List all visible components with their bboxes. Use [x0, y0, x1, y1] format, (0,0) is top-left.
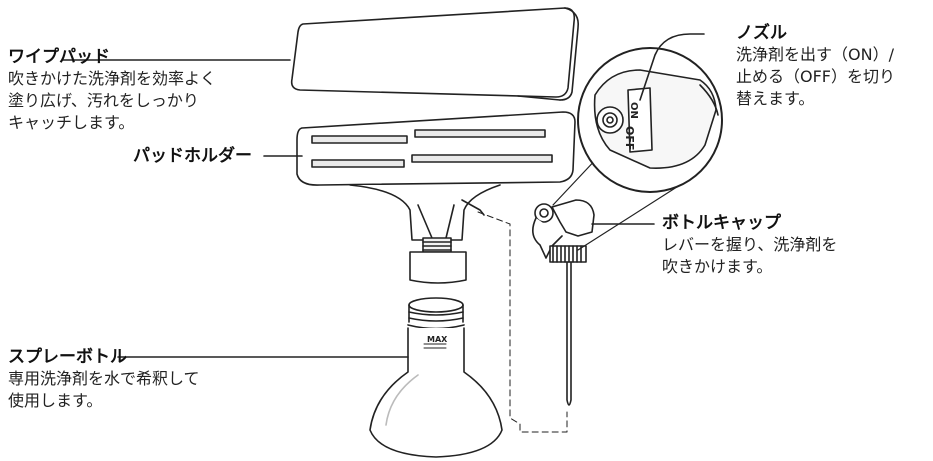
pad-holder-illustration	[296, 111, 576, 284]
assembly-guide-lines	[477, 211, 568, 433]
spray-bottle-desc-1: 専用洗浄剤を水で希釈して	[8, 369, 200, 388]
nozzle-desc-3: 替えます。	[736, 89, 815, 108]
wipe-pad-desc-1: 吹きかけた洗浄剤を効率よく	[8, 69, 217, 88]
pad-holder-title: パッドホルダー	[133, 146, 252, 166]
bottle-cap-callout: ボトルキャップ レバーを握り、洗浄剤を 吹きかけます。	[662, 212, 837, 278]
bottle-cap-title: ボトルキャップ	[662, 213, 781, 233]
nozzle-desc-2: 止める（OFF）を切り	[736, 67, 896, 86]
spray-bottle-desc-2: 使用します。	[8, 391, 103, 410]
spray-bottle-callout: スプレーボトル 専用洗浄剤を水で希釈して 使用します。	[8, 346, 200, 412]
wipe-pad-illustration	[290, 7, 580, 101]
nozzle-zoom-circle	[552, 47, 723, 251]
bottle-cap-desc-1: レバーを握り、洗浄剤を	[662, 235, 838, 254]
nozzle-callout: ノズル 洗浄剤を出す（ON）/ 止める（OFF）を切り 替えます。	[736, 22, 895, 110]
wipe-pad-desc-2: 塗り広げ、汚れをしっかり	[8, 91, 199, 110]
wipe-pad-title: ワイプパッド	[8, 47, 110, 67]
max-marking: MAX	[427, 335, 448, 344]
nozzle-title: ノズル	[736, 23, 787, 43]
nozzle-leader	[639, 33, 705, 101]
wipe-pad-callout: ワイプパッド 吹きかけた洗浄剤を効率よく 塗り広げ、汚れをしっかり キャッチしま…	[8, 46, 216, 134]
nozzle-desc-1: 洗浄剤を出す（ON）/	[736, 45, 894, 64]
bottle-cap-illustration	[532, 199, 595, 406]
pad-holder-callout: パッドホルダー	[133, 145, 252, 167]
spray-bottle-title: スプレーボトル	[8, 347, 127, 367]
bottle-cap-desc-2: 吹きかけます。	[662, 257, 773, 276]
off-marking: OFF	[623, 126, 636, 150]
on-marking: ON	[628, 102, 639, 119]
wipe-pad-desc-3: キャッチします。	[8, 113, 135, 132]
spray-bottle-illustration	[369, 297, 503, 458]
